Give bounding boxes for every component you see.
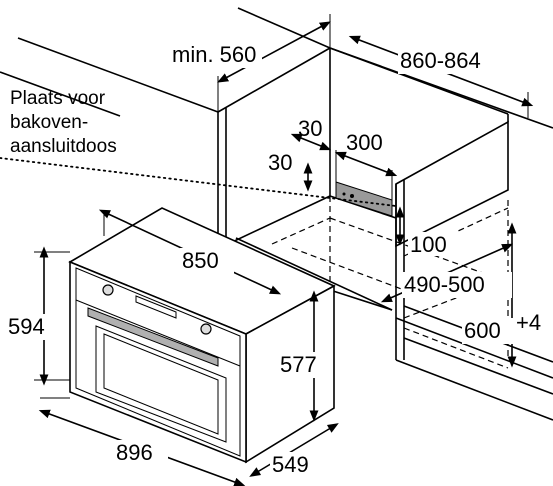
label-note-line2: bakoven-	[10, 112, 88, 133]
label-min-depth: min. 560	[172, 42, 256, 67]
label-box-300: 300	[346, 130, 383, 155]
label-note-line3: aansluitdoos	[10, 136, 117, 157]
label-body-height-577: 577	[280, 352, 317, 377]
label-offset-30-side: 30	[268, 150, 292, 175]
label-niche-width: 860-864	[400, 48, 481, 73]
connection-box	[335, 181, 393, 217]
label-note-line1: Plaats voor	[10, 88, 106, 109]
note-leader-line	[0, 157, 397, 207]
label-body-depth-549: 549	[272, 452, 309, 477]
label-height-600: 600	[464, 318, 501, 343]
label-height-600-tol: +4	[516, 310, 541, 335]
label-depth-100: 100	[410, 232, 447, 257]
label-offset-30-top: 30	[298, 116, 322, 141]
oven	[68, 207, 336, 464]
label-front-width-896: 896	[116, 440, 153, 465]
label-inner-490-500: 490-500	[404, 272, 485, 297]
label-inner-850: 850	[182, 248, 219, 273]
label-front-height-594: 594	[8, 314, 45, 339]
